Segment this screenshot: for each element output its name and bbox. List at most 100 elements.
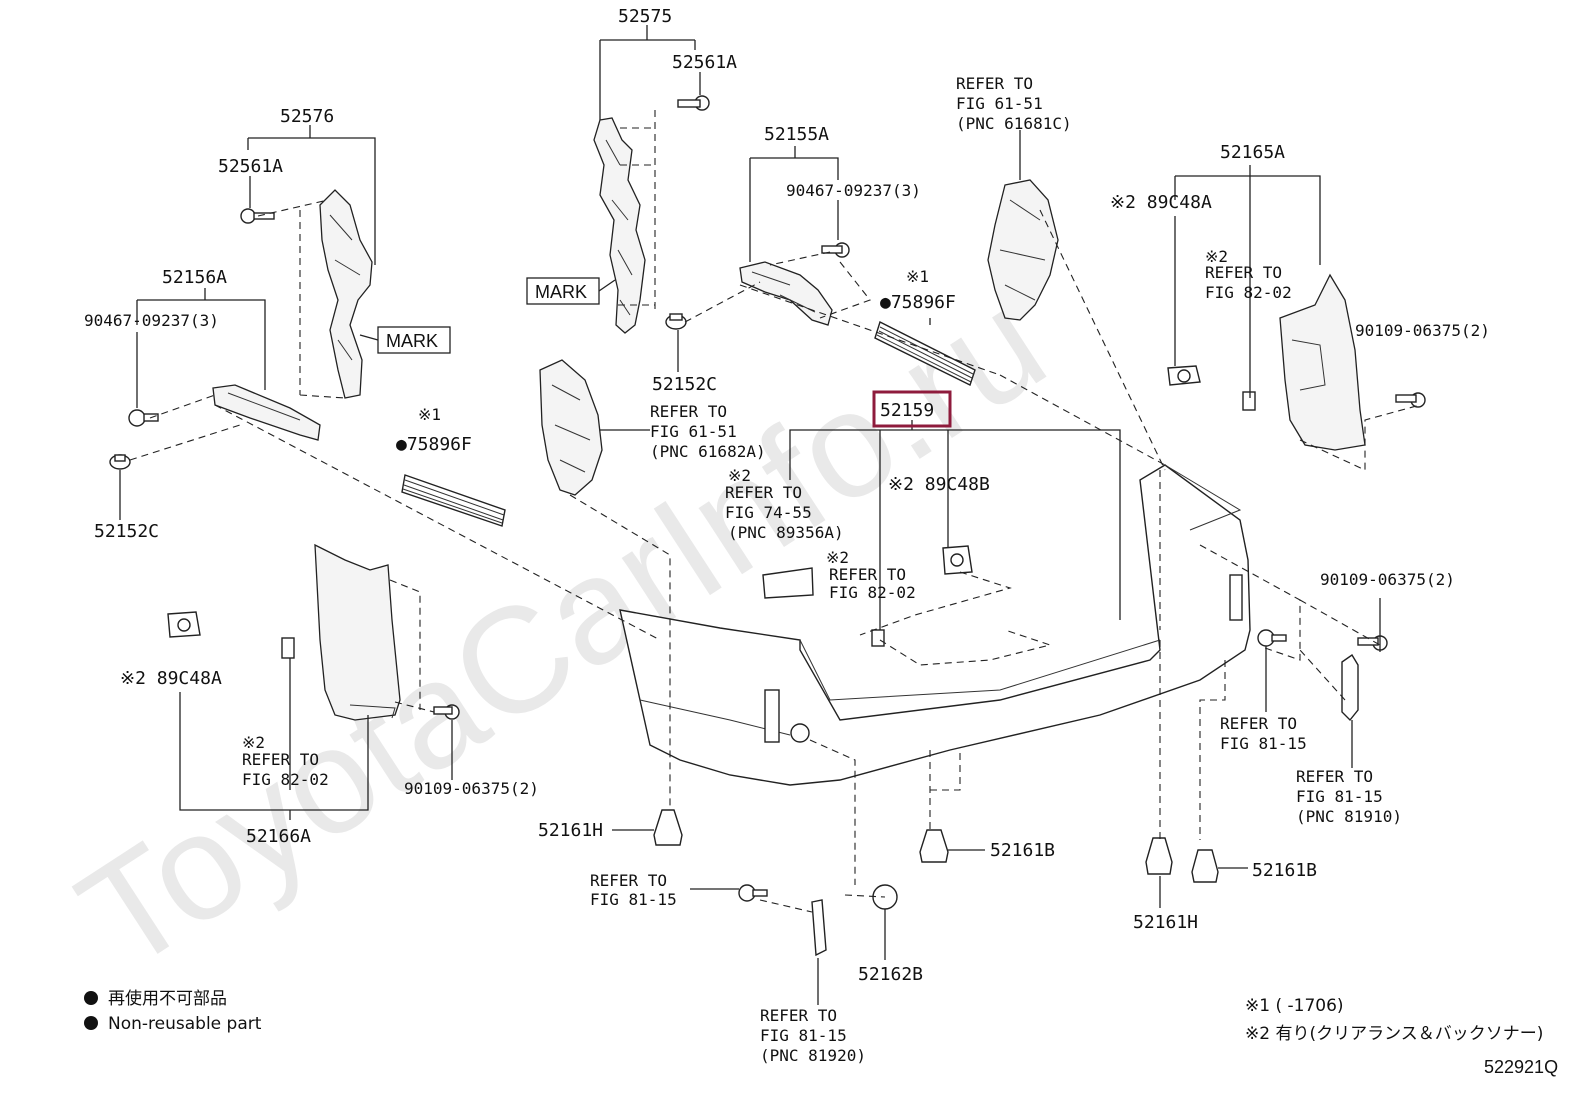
highlight-52159 (872, 390, 952, 428)
bolt-52561A-top (677, 95, 710, 111)
bolt-90109-right-top (1395, 392, 1426, 408)
label-52155A: 52155A (764, 124, 829, 145)
dashed-connectors (129, 110, 1421, 913)
svg-text:REFER TO: REFER TO (725, 483, 802, 502)
svg-text:FIG 81-15: FIG 81-15 (1296, 787, 1383, 806)
bolt-81-15-bottom (738, 884, 768, 902)
bolt-52561A-left (240, 208, 275, 224)
clip-82-02-right (1242, 391, 1256, 411)
label-90109-left: 90109-06375(2) (404, 779, 539, 798)
svg-text:※2: ※2 (728, 466, 751, 485)
nut-89C48A-left (167, 611, 201, 638)
label-refer-61682A: REFER TO FIG 61-51 (PNC 61682A) (650, 402, 766, 461)
figure-code: 522921Q (1484, 1057, 1558, 1077)
legend-note1: ※1 ( -1706) (1245, 996, 1344, 1016)
label-52161B-mid: 52161B (990, 840, 1055, 861)
cover-52166A (314, 543, 401, 721)
svg-text:REFER TO: REFER TO (1220, 714, 1297, 733)
label-52561A-left: 52561A (218, 156, 283, 177)
bolt-90467-mid (821, 242, 850, 258)
bolt-81-15-right (1257, 629, 1287, 647)
bolt-90467-left (128, 409, 159, 427)
clip-52152C-mid (665, 313, 687, 330)
svg-text:FIG 61-51: FIG 61-51 (650, 422, 737, 441)
bracket-52156A (212, 384, 321, 441)
clip-82-02-mid (871, 629, 885, 647)
clip-52161B-right (1191, 849, 1219, 883)
svg-text:※2: ※2 (1205, 247, 1228, 266)
svg-text:REFER TO: REFER TO (650, 402, 727, 421)
svg-text:FIG 82-02: FIG 82-02 (242, 770, 329, 789)
bolt-90109-left (433, 704, 460, 720)
svg-text:REFER TO: REFER TO (1205, 263, 1282, 282)
label-refer-82-02-mid: ※2 REFER TO FIG 82-02 (826, 548, 916, 602)
label-52561A-top: 52561A (672, 52, 737, 73)
label-refer-81910: REFER TO FIG 81-15 (PNC 81910) (1296, 767, 1402, 826)
leader-lines (119, 25, 1381, 1005)
svg-text:REFER TO: REFER TO (760, 1006, 837, 1025)
svg-text:(PNC 81910): (PNC 81910) (1296, 807, 1402, 826)
label-75896F-left: ●75896F (396, 434, 472, 455)
reflector-81910 (1341, 653, 1359, 722)
clip-82-02-left (281, 637, 295, 659)
label-52166A: 52166A (246, 826, 311, 847)
svg-text:(PNC 61682A): (PNC 61682A) (650, 442, 766, 461)
label-52152C-mid: 52152C (652, 374, 717, 395)
label-52161H-right: 52161H (1133, 912, 1198, 933)
tape-75896F-left (401, 474, 506, 527)
svg-text:FIG 81-15: FIG 81-15 (760, 1026, 847, 1045)
label-52161H-left: 52161H (538, 820, 603, 841)
label-89C48A-right: ※2 89C48A (1110, 192, 1212, 213)
label-52165A: 52165A (1220, 142, 1285, 163)
label-note1-mid: ※1 (906, 267, 929, 286)
retainer-52575 (593, 117, 646, 334)
label-refer-81-15-bottom: REFER TO FIG 81-15 (590, 871, 677, 909)
bracket-61682A (539, 359, 603, 496)
bracket-52155A (739, 261, 833, 326)
svg-text:FIG 81-15: FIG 81-15 (1220, 734, 1307, 753)
label-52162B: 52162B (858, 964, 923, 985)
legend-en: Non-reusable part (108, 1014, 262, 1034)
bracket-61681C (987, 179, 1059, 321)
bolt-90109-right-mid (1357, 635, 1388, 651)
reflector-81920 (811, 899, 827, 957)
svg-text:REFER TO: REFER TO (590, 871, 667, 890)
label-52159: 52159 (880, 400, 934, 421)
legend: 再使用不可部品 Non-reusable part ※1 ( -1706) ※2… (84, 988, 1558, 1077)
clip-52161H-right (1145, 837, 1173, 875)
label-52575: 52575 (618, 6, 672, 27)
label-refer-81-15-right: REFER TO FIG 81-15 (1220, 714, 1307, 753)
label-note1-left: ※1 (418, 405, 441, 424)
clip-52152C-left (109, 454, 131, 470)
cover-52165A (1279, 273, 1366, 451)
svg-text:(PNC 61681C): (PNC 61681C) (956, 114, 1072, 133)
label-refer-61681C: REFER TO FIG 61-51 (PNC 61681C) (956, 74, 1072, 133)
legend-jp: 再使用不可部品 (108, 988, 227, 1009)
svg-text:※2: ※2 (242, 733, 265, 752)
label-refer-82-02-left: ※2 REFER TO FIG 82-02 (242, 733, 329, 789)
label-89C48B: ※2 89C48B (888, 474, 990, 495)
label-90467-mid: 90467-09237(3) (786, 181, 921, 200)
svg-text:REFER TO: REFER TO (956, 74, 1033, 93)
svg-text:REFER TO: REFER TO (829, 565, 906, 584)
bracket-52576 (319, 189, 373, 399)
svg-text:FIG 81-15: FIG 81-15 (590, 890, 677, 909)
legend-note2: ※2 有り(クリアランス＆バックソナー) (1245, 1024, 1543, 1044)
label-52152C-left: 52152C (94, 521, 159, 542)
nut-89C48A-right (1167, 365, 1201, 386)
clip-52161B-mid (919, 829, 949, 863)
label-52161B-right: 52161B (1252, 860, 1317, 881)
plate-89356A (762, 567, 814, 599)
clip-52161H-left (653, 809, 683, 846)
svg-text:REFER TO: REFER TO (1296, 767, 1373, 786)
label-52576: 52576 (280, 106, 334, 127)
label-refer-82-02-right: ※2 REFER TO FIG 82-02 (1205, 247, 1292, 302)
nut-89C48B (942, 545, 973, 575)
svg-text:※2: ※2 (826, 548, 849, 567)
label-90467-left: 90467-09237(3) (84, 311, 219, 330)
svg-text:(PNC 81920): (PNC 81920) (760, 1046, 866, 1065)
label-52156A: 52156A (162, 267, 227, 288)
svg-text:REFER TO: REFER TO (242, 750, 319, 769)
label-refer-81920: REFER TO FIG 81-15 (PNC 81920) (760, 1006, 866, 1065)
